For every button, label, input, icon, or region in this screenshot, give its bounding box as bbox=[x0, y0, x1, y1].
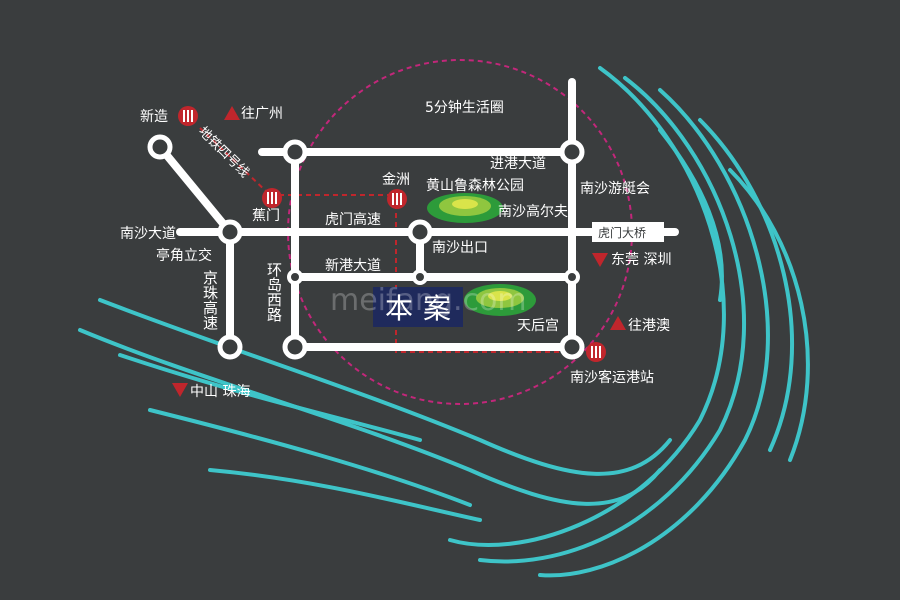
arrow-down-icon bbox=[172, 383, 188, 397]
junction-node-small bbox=[287, 269, 303, 285]
label-xingang: 新港大道 bbox=[325, 258, 381, 274]
arrow-up-icon bbox=[224, 106, 240, 120]
metro-stations bbox=[178, 106, 606, 362]
river-line bbox=[658, 128, 724, 302]
river-line bbox=[78, 328, 662, 506]
label-huandao-xilu: 环岛西路 bbox=[265, 262, 283, 322]
junctions bbox=[147, 134, 585, 360]
river-line bbox=[148, 408, 472, 507]
bridge-label-box bbox=[592, 222, 664, 242]
metro-station-icon bbox=[387, 189, 407, 209]
project-label: 本案 bbox=[385, 292, 461, 325]
label-xinzao: 新造 bbox=[140, 109, 168, 125]
label-tianhou: 天后宫 bbox=[517, 318, 559, 334]
label-nansha-dadao: 南沙大道 bbox=[120, 226, 176, 242]
arrow-up-icon bbox=[610, 316, 626, 330]
bridge-label: 虎门大桥 bbox=[598, 225, 646, 240]
label-jiaomen: 蕉门 bbox=[252, 208, 280, 224]
small-junctions bbox=[287, 269, 580, 285]
label-tinjiao: 亭角立交 bbox=[156, 247, 212, 264]
label-nansha-exit: 南沙出口 bbox=[432, 240, 488, 256]
river-lines bbox=[78, 66, 810, 578]
junction-node-small bbox=[564, 269, 580, 285]
junction-node bbox=[282, 139, 308, 165]
label-to-guangzhou: 往广州 bbox=[241, 106, 283, 122]
label-jinzhou: 金洲 bbox=[382, 172, 410, 188]
river-line bbox=[118, 353, 422, 442]
metro-routes bbox=[199, 127, 570, 353]
label-to-hk-macau: 往港澳 bbox=[628, 318, 670, 334]
metro-station-icon bbox=[586, 342, 606, 362]
label-nansha-port: 南沙客运港站 bbox=[570, 369, 654, 386]
river-line bbox=[698, 118, 795, 452]
label-golf: 南沙高尔夫 bbox=[498, 203, 568, 220]
park-blob bbox=[427, 193, 503, 223]
junction-node bbox=[217, 219, 243, 245]
label-dongguan-shenzhen: 东莞 深圳 bbox=[611, 252, 671, 268]
label-park: 黄山鲁森林公园 bbox=[426, 177, 524, 194]
metro-station-icon bbox=[262, 188, 282, 208]
junction-node-small bbox=[412, 269, 428, 285]
label-zhongshan-zhuhai: 中山 珠海 bbox=[190, 384, 250, 400]
junction-node bbox=[559, 139, 585, 165]
label-metro-line4: 地铁四号线 bbox=[195, 124, 252, 181]
circle-title: 5分钟生活圈 bbox=[425, 99, 504, 116]
arrow-down-icon bbox=[592, 253, 608, 267]
junction-node bbox=[407, 219, 433, 245]
river-line bbox=[208, 468, 482, 522]
label-jingzhu: 京珠高速 bbox=[201, 270, 219, 331]
label-jingang: 进港大道 bbox=[490, 156, 546, 172]
river-line bbox=[728, 168, 810, 462]
junction-node bbox=[282, 334, 308, 360]
direction-arrows bbox=[172, 106, 626, 397]
river-line bbox=[478, 76, 747, 564]
junction-node bbox=[217, 334, 243, 360]
project-box bbox=[373, 287, 463, 327]
junction-node bbox=[147, 134, 173, 160]
river-line bbox=[98, 298, 672, 476]
watermark: meifang.com bbox=[330, 283, 527, 318]
metro-station-icon bbox=[178, 106, 198, 126]
park-blob bbox=[464, 284, 536, 316]
label-humen-gaosu: 虎门高速 bbox=[325, 211, 381, 228]
junction-node bbox=[559, 334, 585, 360]
river-line bbox=[538, 88, 770, 578]
label-nansha-yacht: 南沙游艇会 bbox=[580, 181, 650, 197]
road-jingzhu bbox=[156, 143, 234, 351]
